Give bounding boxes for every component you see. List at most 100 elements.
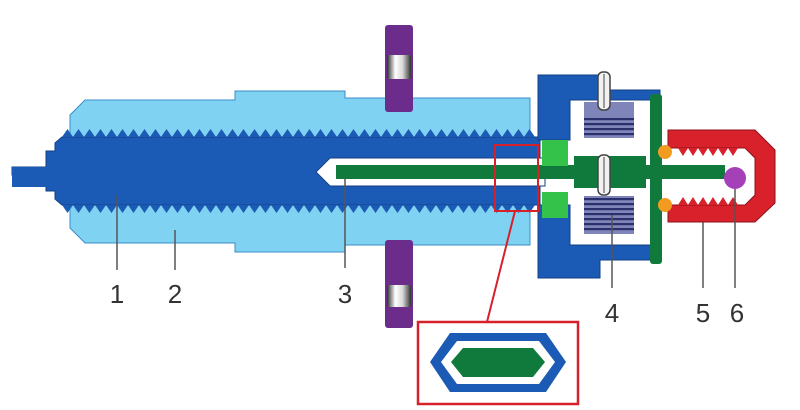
thread-tooth [728,197,738,205]
thread-tooth [678,148,688,156]
bushing-top [542,140,568,166]
spring-ring [584,128,634,131]
spring-rings-top [584,118,634,136]
thread-tooth [238,205,249,213]
thread-teeth-bottom [62,205,535,213]
thread-tooth [447,129,458,137]
thread-tooth [161,129,172,137]
thread-tooth [403,205,414,213]
thread-tooth [381,129,392,137]
thread-tooth [502,129,513,137]
thread-tooth [326,129,337,137]
thread-tooth [227,129,238,137]
callout-3: 3 [338,279,352,309]
thread-tooth [128,205,139,213]
thread-tooth [447,205,458,213]
thread-tooth [381,205,392,213]
thread-tooth [227,205,238,213]
thread-tooth [678,197,688,205]
thread-tooth [282,129,293,137]
thread-tooth [304,129,315,137]
thread-tooth [293,205,304,213]
thread-tooth [260,129,271,137]
thread-tooth [414,205,425,213]
red-cap-threads-bottom [678,197,738,205]
leader-lines [116,178,736,288]
mounting-plate [385,25,413,328]
shaft-tip-part1 [12,167,48,187]
callout-5: 5 [696,298,710,328]
thread-tooth [348,129,359,137]
thread-tooth [425,205,436,213]
thread-tooth [194,129,205,137]
thread-tooth [403,129,414,137]
callout-4: 4 [605,298,619,328]
thread-tooth [458,129,469,137]
thread-tooth [194,205,205,213]
thread-tooth [436,129,447,137]
roller-bottom [387,285,411,307]
thread-tooth [491,129,502,137]
thread-tooth [513,205,524,213]
thread-tooth [425,129,436,137]
thread-tooth [150,205,161,213]
thread-tooth [183,129,194,137]
detail-marker-box [494,144,539,212]
thread-tooth [370,129,381,137]
thread-tooth [315,205,326,213]
thread-tooth [718,148,728,156]
retainer-plate [650,94,662,264]
thread-tooth [315,129,326,137]
thread-tooth [106,129,117,137]
inner-rod-part3 [336,165,725,179]
thread-tooth [359,205,370,213]
thread-tooth [117,205,128,213]
bushing-bottom [542,192,568,218]
thread-tooth [271,205,282,213]
spring-ring [584,123,634,126]
thread-tooth [469,129,480,137]
thread-tooth [513,129,524,137]
spring-rings-bottom [584,198,634,231]
seal-ball-top [658,145,672,159]
thread-tooth [62,205,73,213]
thread-tooth [469,205,480,213]
thread-tooth [337,129,348,137]
thread-tooth [304,205,315,213]
callout-6: 6 [730,298,744,328]
thread-tooth [708,148,718,156]
thread-tooth [84,205,95,213]
thread-tooth [84,129,95,137]
seal-ball-bottom [658,198,672,212]
thread-tooth [106,205,117,213]
spring-ring [584,198,634,201]
thread-tooth [688,148,698,156]
thread-tooth [348,205,359,213]
spring-ring [584,133,634,136]
thread-tooth [249,129,260,137]
spring-ring [584,223,634,226]
roller-top [387,55,411,79]
spring-ring [584,228,634,231]
thread-tooth [708,197,718,205]
spring-ring [584,218,634,221]
thread-tooth [282,205,293,213]
thread-tooth [293,129,304,137]
thread-tooth [698,148,708,156]
thread-tooth [73,205,84,213]
detail-leader-line [486,210,516,323]
thread-tooth [502,205,513,213]
bolt-top [597,71,611,111]
callout-2: 2 [168,279,182,309]
thread-tooth [161,205,172,213]
thread-tooth [62,129,73,137]
thread-tooth [359,129,370,137]
thread-tooth [128,129,139,137]
thread-tooth [216,205,227,213]
inset-detail [416,320,580,406]
thread-tooth [150,129,161,137]
thread-tooth [172,205,183,213]
thread-tooth [139,205,150,213]
thread-tooth [698,197,708,205]
